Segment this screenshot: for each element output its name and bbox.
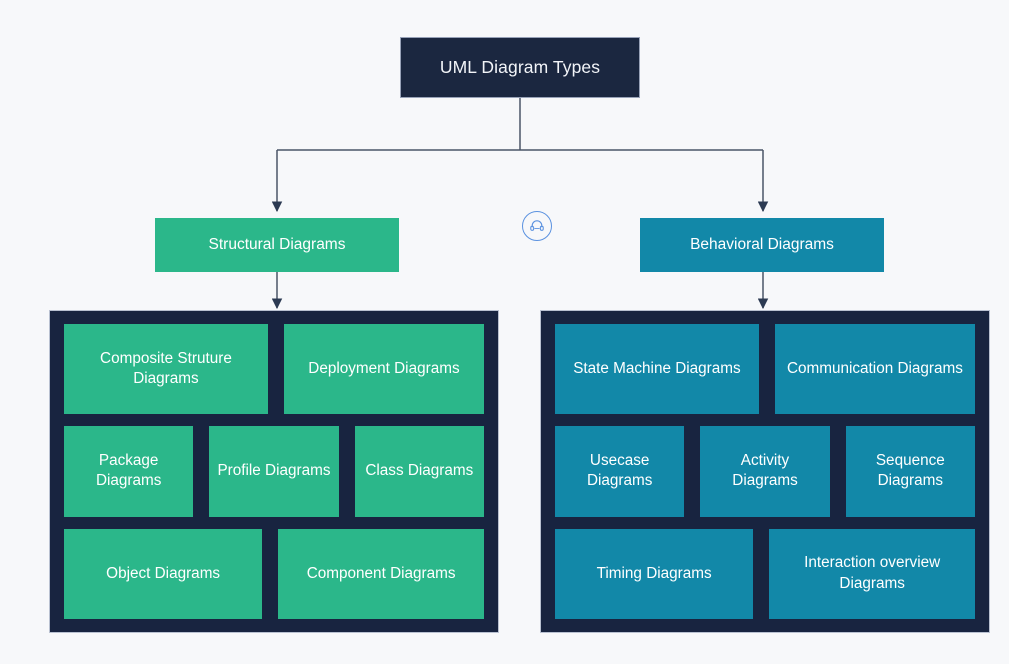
leaf-node-label: Activity Diagrams [732, 452, 798, 490]
leaf-node-communication-diagrams[interactable]: Communication Diagrams [774, 324, 975, 415]
leaf-node-label: Timing Diagrams [596, 564, 712, 582]
leaf-node-profile-diagrams[interactable]: Profile Diagrams [209, 426, 339, 517]
category-node-structural-diagrams[interactable]: Structural Diagrams [155, 218, 399, 272]
panel-row: Object Diagrams Component Diagrams [64, 528, 484, 619]
leaf-node-composite-structure-diagrams[interactable]: Composite Struture Diagrams [64, 324, 268, 415]
leaf-node-timing-diagrams[interactable]: Timing Diagrams [555, 528, 754, 619]
leaf-node-label: Composite Struture Diagrams [100, 349, 232, 388]
leaf-node-label: Communication Diagrams [786, 359, 963, 377]
panel-row: Package Diagrams Profile Diagrams Class … [64, 426, 484, 517]
leaf-node-deployment-diagrams[interactable]: Deployment Diagrams [283, 324, 484, 415]
category-node-label: Structural Diagrams [208, 236, 346, 254]
leaf-node-label: Interaction overview Diagrams [804, 554, 941, 592]
leaf-node-label: Class Diagrams [365, 462, 474, 480]
leaf-node-label: Sequence Diagrams [875, 452, 945, 490]
leaf-node-activity-diagrams[interactable]: Activity Diagrams [700, 426, 830, 517]
leaf-node-label: Object Diagrams [106, 564, 221, 582]
support-widget-button[interactable] [522, 211, 552, 241]
panel-row: State Machine Diagrams Communication Dia… [555, 324, 975, 415]
leaf-node-class-diagrams[interactable]: Class Diagrams [354, 426, 484, 517]
leaf-node-sequence-diagrams[interactable]: Sequence Diagrams [845, 426, 975, 517]
root-node-uml-diagram-types[interactable]: UML Diagram Types [400, 37, 640, 98]
leaf-node-label: Component Diagrams [306, 564, 456, 582]
leaf-node-label: Package Diagrams [95, 452, 162, 490]
panel-row: Usecase Diagrams Activity Diagrams Seque… [555, 426, 975, 517]
category-node-label: Behavioral Diagrams [690, 236, 834, 254]
leaf-node-object-diagrams[interactable]: Object Diagrams [64, 528, 263, 619]
root-node-label: UML Diagram Types [439, 56, 601, 77]
leaf-node-component-diagrams[interactable]: Component Diagrams [278, 528, 484, 619]
leaf-node-package-diagrams[interactable]: Package Diagrams [64, 426, 194, 517]
leaf-node-label: State Machine Diagrams [573, 359, 741, 377]
panel-structural-diagrams: Composite Struture Diagrams Deployment D… [49, 310, 499, 633]
panel-row: Timing Diagrams Interaction overview Dia… [555, 528, 975, 619]
headset-icon [530, 220, 544, 231]
leaf-node-interaction-overview-diagrams[interactable]: Interaction overview Diagrams [769, 528, 975, 619]
panel-behavioral-diagrams: State Machine Diagrams Communication Dia… [540, 310, 990, 633]
category-node-behavioral-diagrams[interactable]: Behavioral Diagrams [640, 218, 884, 272]
leaf-node-label: Usecase Diagrams [586, 452, 653, 490]
leaf-node-label: Deployment Diagrams [308, 359, 460, 377]
panel-row: Composite Struture Diagrams Deployment D… [64, 324, 484, 415]
leaf-node-label: Profile Diagrams [217, 462, 331, 480]
leaf-node-usecase-diagrams[interactable]: Usecase Diagrams [555, 426, 685, 517]
leaf-node-state-machine-diagrams[interactable]: State Machine Diagrams [555, 324, 759, 415]
